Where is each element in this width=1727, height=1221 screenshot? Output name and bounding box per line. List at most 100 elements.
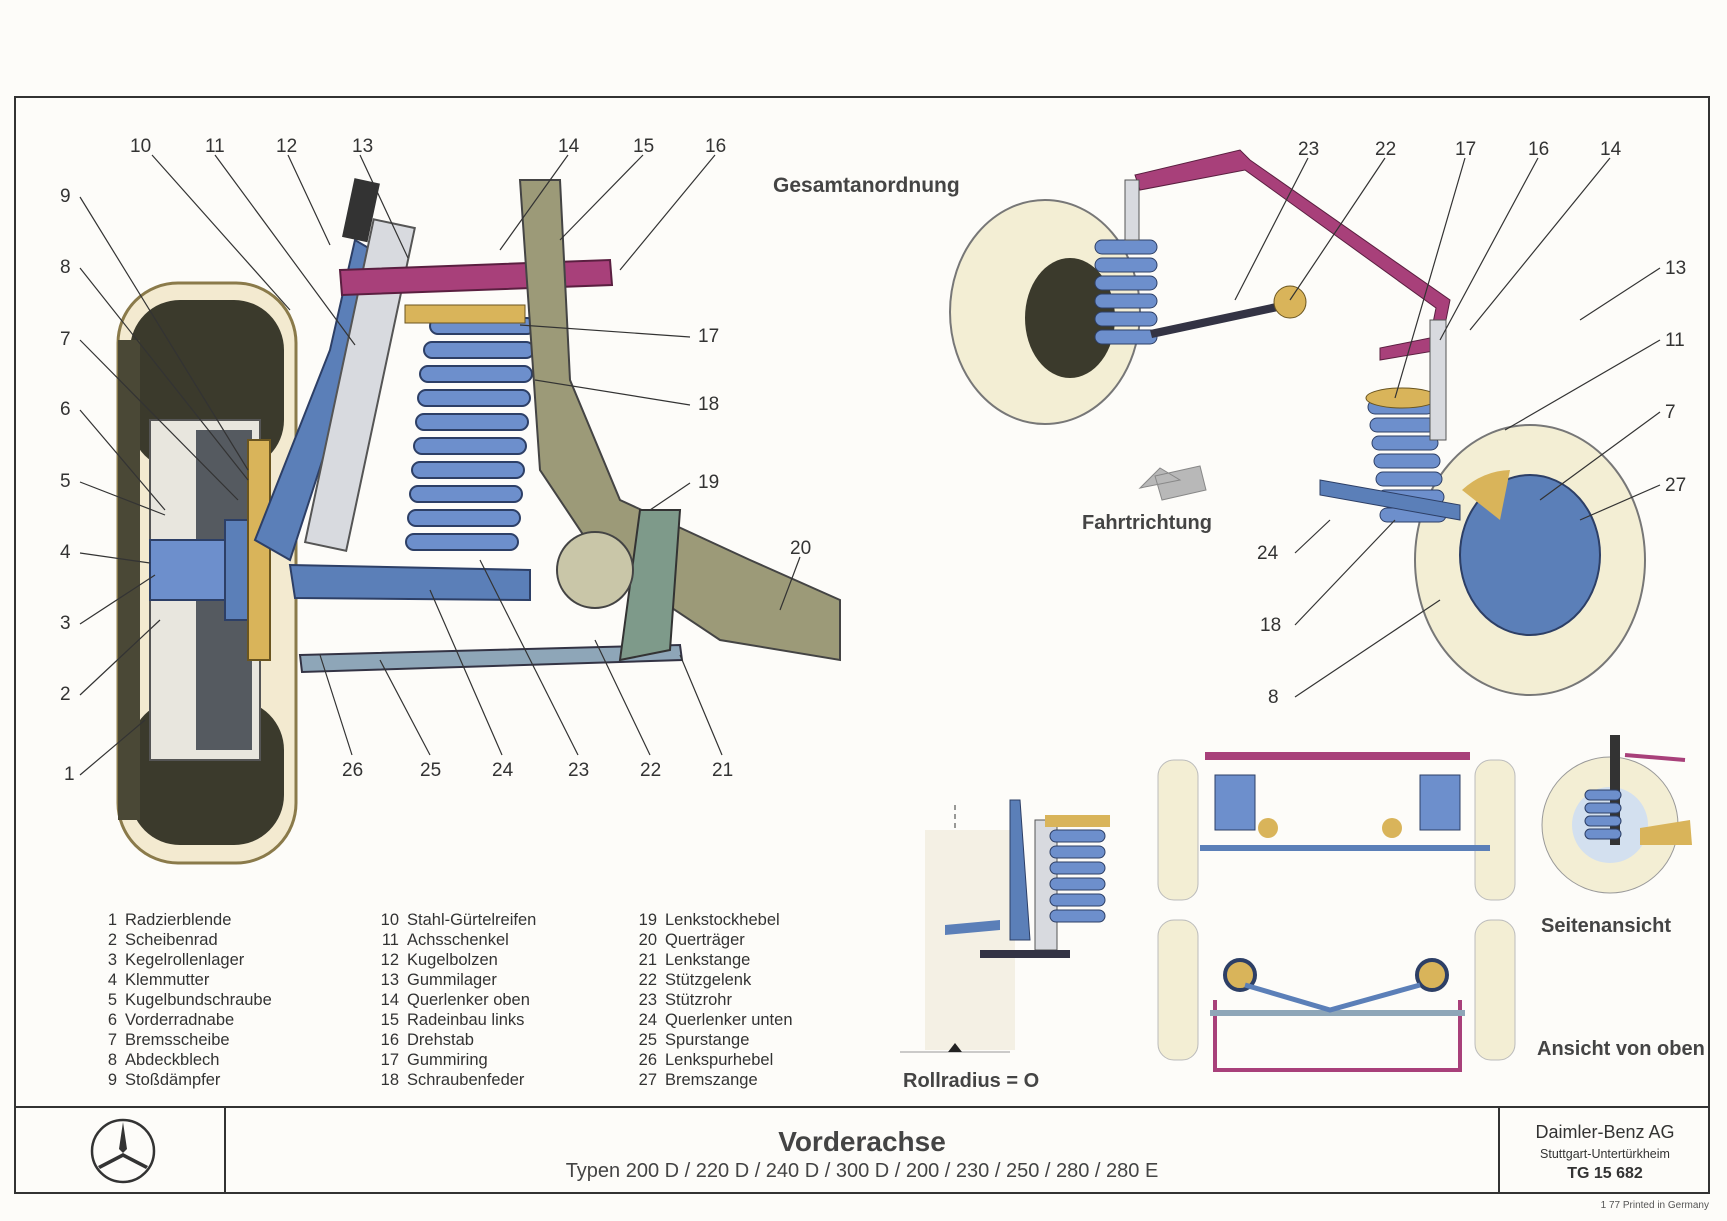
callout-9: 9 bbox=[60, 186, 71, 207]
callout-25: 25 bbox=[420, 760, 442, 781]
callout-16: 16 bbox=[705, 136, 727, 157]
callout-3: 3 bbox=[60, 613, 71, 634]
lower-control-arm bbox=[288, 563, 531, 602]
callout-4: 4 bbox=[60, 542, 71, 563]
side-view-diagram bbox=[1541, 735, 1692, 894]
callout-6: 6 bbox=[60, 399, 71, 420]
document-code: TG 15 682 bbox=[1567, 1165, 1643, 1182]
callout-r-7: 7 bbox=[1665, 402, 1676, 423]
callout-26: 26 bbox=[342, 760, 364, 781]
leader-lines bbox=[79, 154, 801, 776]
direction-label: Fahrtrichtung bbox=[1082, 512, 1212, 534]
callout-18: 18 bbox=[698, 394, 720, 415]
steering-box bbox=[556, 531, 634, 609]
title-block: Vorderachse Typen 200 D / 220 D / 240 D … bbox=[14, 1106, 1710, 1194]
leader-lines-right bbox=[1234, 157, 1661, 698]
callout-r-11: 11 bbox=[1665, 330, 1685, 351]
callout-11: 11 bbox=[205, 136, 225, 157]
spring-seat bbox=[404, 304, 526, 324]
coil-spring bbox=[405, 317, 536, 551]
callout-r-24: 24 bbox=[1257, 543, 1279, 564]
callout-21: 21 bbox=[712, 760, 734, 781]
callout-r-13: 13 bbox=[1665, 258, 1687, 279]
callout-2: 2 bbox=[60, 684, 71, 705]
front-view-diagram bbox=[1157, 752, 1516, 901]
callout-r-14: 14 bbox=[1600, 139, 1622, 160]
callout-r-22: 22 bbox=[1375, 139, 1397, 160]
callout-20: 20 bbox=[790, 538, 812, 559]
callout-r-23: 23 bbox=[1298, 139, 1320, 160]
wheel-hub bbox=[149, 439, 271, 661]
stabilizer-bar-perspective bbox=[1134, 149, 1451, 361]
top-view-label: Ansicht von oben bbox=[1537, 1038, 1705, 1060]
company-name: Daimler-Benz AG bbox=[1535, 1122, 1675, 1142]
callout-r-16: 16 bbox=[1528, 139, 1550, 160]
callout-23: 23 bbox=[568, 760, 590, 781]
callout-5: 5 bbox=[60, 471, 71, 492]
document-title: Vorderachse bbox=[778, 1126, 946, 1157]
roll-radius-diagram bbox=[900, 799, 1110, 1053]
pitman-arm bbox=[618, 509, 682, 662]
callout-13: 13 bbox=[352, 136, 374, 157]
callout-r-27: 27 bbox=[1665, 475, 1687, 496]
callout-24: 24 bbox=[492, 760, 514, 781]
callout-17: 17 bbox=[698, 326, 720, 347]
callout-14: 14 bbox=[558, 136, 580, 157]
callout-7: 7 bbox=[60, 329, 71, 350]
callout-22: 22 bbox=[640, 760, 662, 781]
callout-r-17: 17 bbox=[1455, 139, 1477, 160]
drawing-frame bbox=[14, 96, 1710, 1194]
tie-rod-perspective bbox=[1150, 300, 1292, 338]
callout-19: 19 bbox=[698, 472, 720, 493]
company-city: Stuttgart-Untertürkheim bbox=[1540, 1147, 1670, 1161]
shock-absorber bbox=[303, 178, 416, 553]
callout-15: 15 bbox=[633, 136, 655, 157]
callout-12: 12 bbox=[276, 136, 298, 157]
document-subtitle: Typen 200 D / 220 D / 240 D / 300 D / 20… bbox=[565, 1160, 1159, 1182]
mercedes-star-icon bbox=[90, 1118, 156, 1184]
overview-label: Gesamtanordnung bbox=[773, 174, 960, 197]
spring-left-perspective bbox=[1094, 239, 1158, 345]
logo-cell bbox=[14, 1108, 226, 1194]
callout-1: 1 bbox=[64, 764, 75, 785]
company-cell: Daimler-Benz AG Stuttgart-Untertürkheim … bbox=[1498, 1108, 1710, 1194]
direction-arrow bbox=[1138, 465, 1207, 501]
callout-r-8: 8 bbox=[1268, 687, 1279, 708]
print-note: 1 77 Printed in Germany bbox=[1600, 1200, 1709, 1211]
side-view-label: Seitenansicht bbox=[1541, 915, 1672, 937]
top-view-diagram bbox=[1157, 919, 1516, 1072]
callout-8: 8 bbox=[60, 257, 71, 278]
